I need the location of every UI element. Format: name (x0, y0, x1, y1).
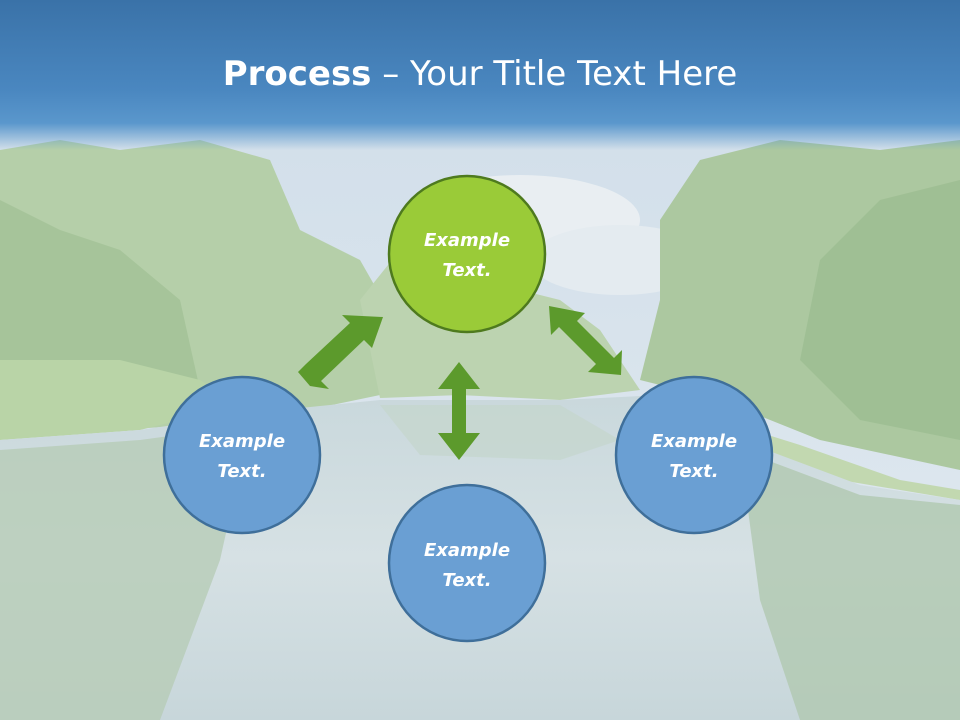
node-left-circle (162, 375, 322, 535)
right-reflection (740, 450, 960, 720)
node-bottom-line1: Example (424, 540, 510, 561)
node-left[interactable]: Example Text. (162, 375, 322, 535)
node-right-circle (614, 375, 774, 535)
node-top[interactable]: Example Text. (387, 174, 547, 334)
arrow-top-right (549, 306, 622, 375)
title-bold: Process (222, 54, 372, 94)
title-rest: – Your Title Text Here (371, 54, 738, 94)
center-reflection (380, 405, 620, 460)
right-bank (720, 420, 960, 500)
node-right-line1: Example (651, 431, 737, 452)
slide-title: Process – Your Title Text Here (0, 52, 960, 96)
arrow-vertical (438, 362, 480, 460)
right-forest-dark (800, 180, 960, 440)
node-top-line2: Text. (442, 260, 491, 281)
node-top-circle (387, 174, 547, 334)
node-right-line2: Text. (669, 461, 718, 482)
node-bottom-line2: Text. (442, 570, 491, 591)
node-left-line1: Example (199, 431, 285, 452)
node-bottom[interactable]: Example Text. (387, 483, 547, 643)
node-left-line2: Text. (217, 461, 266, 482)
node-bottom-circle (387, 483, 547, 643)
title-bar (0, 0, 960, 150)
arrow-top-left (298, 315, 383, 389)
node-right[interactable]: Example Text. (614, 375, 774, 535)
node-top-line1: Example (424, 230, 510, 251)
